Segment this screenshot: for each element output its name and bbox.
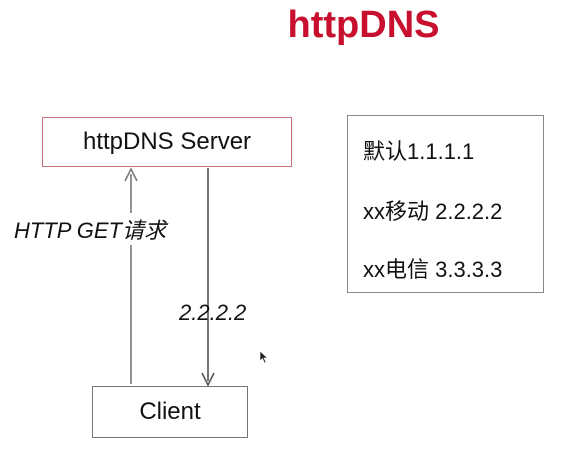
dns-record-table: 默认1.1.1.1 xx移动 2.2.2.2 xx电信 3.3.3.3 — [347, 115, 544, 293]
client-box: Client — [92, 386, 248, 438]
dns-record-default: 默认1.1.1.1 — [363, 139, 475, 164]
dns-record-telecom: xx电信 3.3.3.3 — [363, 257, 503, 282]
httpdns-server-box: httpDNS Server — [42, 117, 292, 167]
client-label: Client — [139, 398, 201, 425]
dns-record-mobile: xx移动 2.2.2.2 — [363, 199, 503, 224]
request-label: HTTP GET请求 — [12, 213, 168, 245]
page-title: httpDNS — [287, 4, 440, 46]
response-arrow — [201, 168, 215, 387]
response-label: 2.2.2.2 — [179, 300, 247, 325]
request-arrow — [124, 167, 138, 384]
server-label: httpDNS Server — [82, 128, 252, 155]
mouse-pointer-icon — [259, 350, 269, 364]
